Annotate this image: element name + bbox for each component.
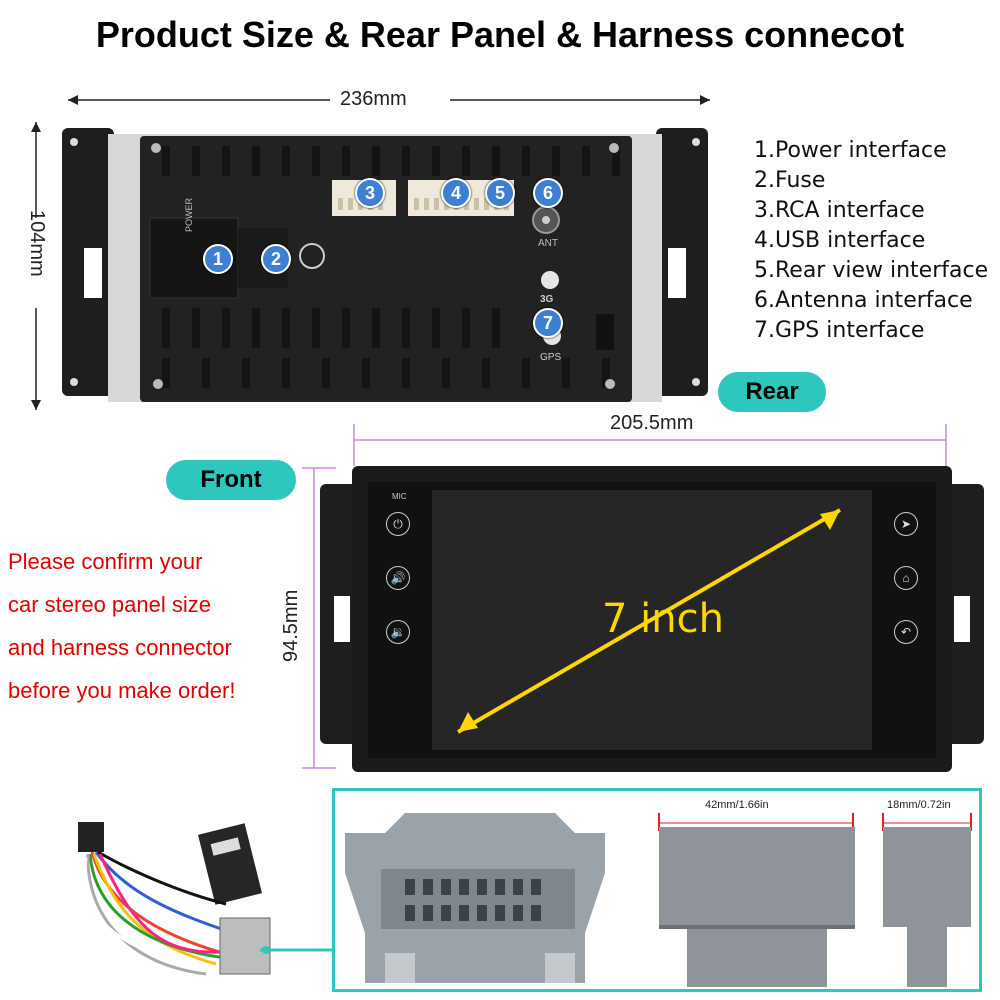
screen-diagonal-arrow: [456, 508, 842, 734]
legend-item: 5.Rear view interface: [754, 258, 989, 283]
order-warning: Please confirm your car stereo panel siz…: [8, 540, 235, 712]
wiring-harness-image: [78, 822, 271, 976]
front-width-label: 205.5mm: [610, 412, 694, 434]
rear-width-dimension-line: [68, 95, 710, 105]
power-marking: POWER: [184, 197, 194, 232]
navigation-icon: ➤: [894, 512, 918, 536]
connector-detail-box: 42mm/1.66in 18mm/0.72in: [332, 788, 982, 992]
badge-fuse: 2: [261, 244, 291, 274]
legend-item: 2.Fuse: [754, 168, 826, 193]
rear-panel-image: [62, 128, 708, 402]
3g-marking: 3G: [540, 294, 554, 305]
badge-rear-view-interface: 5: [485, 178, 515, 208]
volume-up-icon: 🔊: [386, 566, 410, 590]
rear-label-badge: Rear: [718, 372, 826, 412]
badge-power-interface: 1: [203, 244, 233, 274]
power-icon: ⏻: [386, 512, 410, 536]
warning-line: car stereo panel size: [8, 592, 211, 617]
rear-height-dimension-line: [31, 122, 41, 410]
warning-line: before you make order!: [8, 678, 236, 703]
legend-item: 6.Antenna interface: [754, 288, 973, 313]
gps-marking: GPS: [540, 352, 562, 363]
badge-gps-interface: 7: [533, 308, 563, 338]
badge-antenna-interface: 6: [533, 178, 563, 208]
connector-side-image: [659, 827, 855, 987]
connector-face-image: [345, 813, 605, 983]
legend-item: 7.GPS interface: [754, 318, 925, 343]
connector-depth-label: 18mm/0.72in: [887, 799, 951, 811]
front-height-label: 94.5mm: [280, 589, 302, 662]
legend-item: 3.RCA interface: [754, 198, 925, 223]
warning-line: Please confirm your: [8, 549, 203, 574]
connector-leader-line: [260, 946, 334, 954]
connector-end-image: [883, 827, 971, 987]
page-title: Product Size & Rear Panel & Harness conn…: [95, 14, 905, 55]
front-height-dimension-line: [302, 467, 336, 769]
front-width-dimension-line: [353, 424, 947, 466]
interface-legend: 1.Power interface 2.Fuse 3.RCA interface…: [754, 136, 988, 346]
legend-item: 1.Power interface: [754, 138, 947, 163]
mic-label: MIC: [392, 492, 407, 501]
rear-width-label: 236mm: [340, 88, 407, 110]
front-label-badge: Front: [166, 460, 296, 500]
warning-line: and harness connector: [8, 635, 232, 660]
badge-rca-interface: 3: [355, 178, 385, 208]
badge-usb-interface: 4: [441, 178, 471, 208]
screen-size-label: 7 inch: [602, 596, 724, 642]
connector-width-label: 42mm/1.66in: [705, 799, 769, 811]
back-icon: ↶: [894, 620, 918, 644]
rear-height-label: 104mm: [26, 210, 48, 277]
home-icon: ⌂: [894, 566, 918, 590]
ant-marking: ANT: [538, 238, 558, 249]
volume-down-icon: 🔉: [386, 620, 410, 644]
legend-item: 4.USB interface: [754, 228, 926, 253]
